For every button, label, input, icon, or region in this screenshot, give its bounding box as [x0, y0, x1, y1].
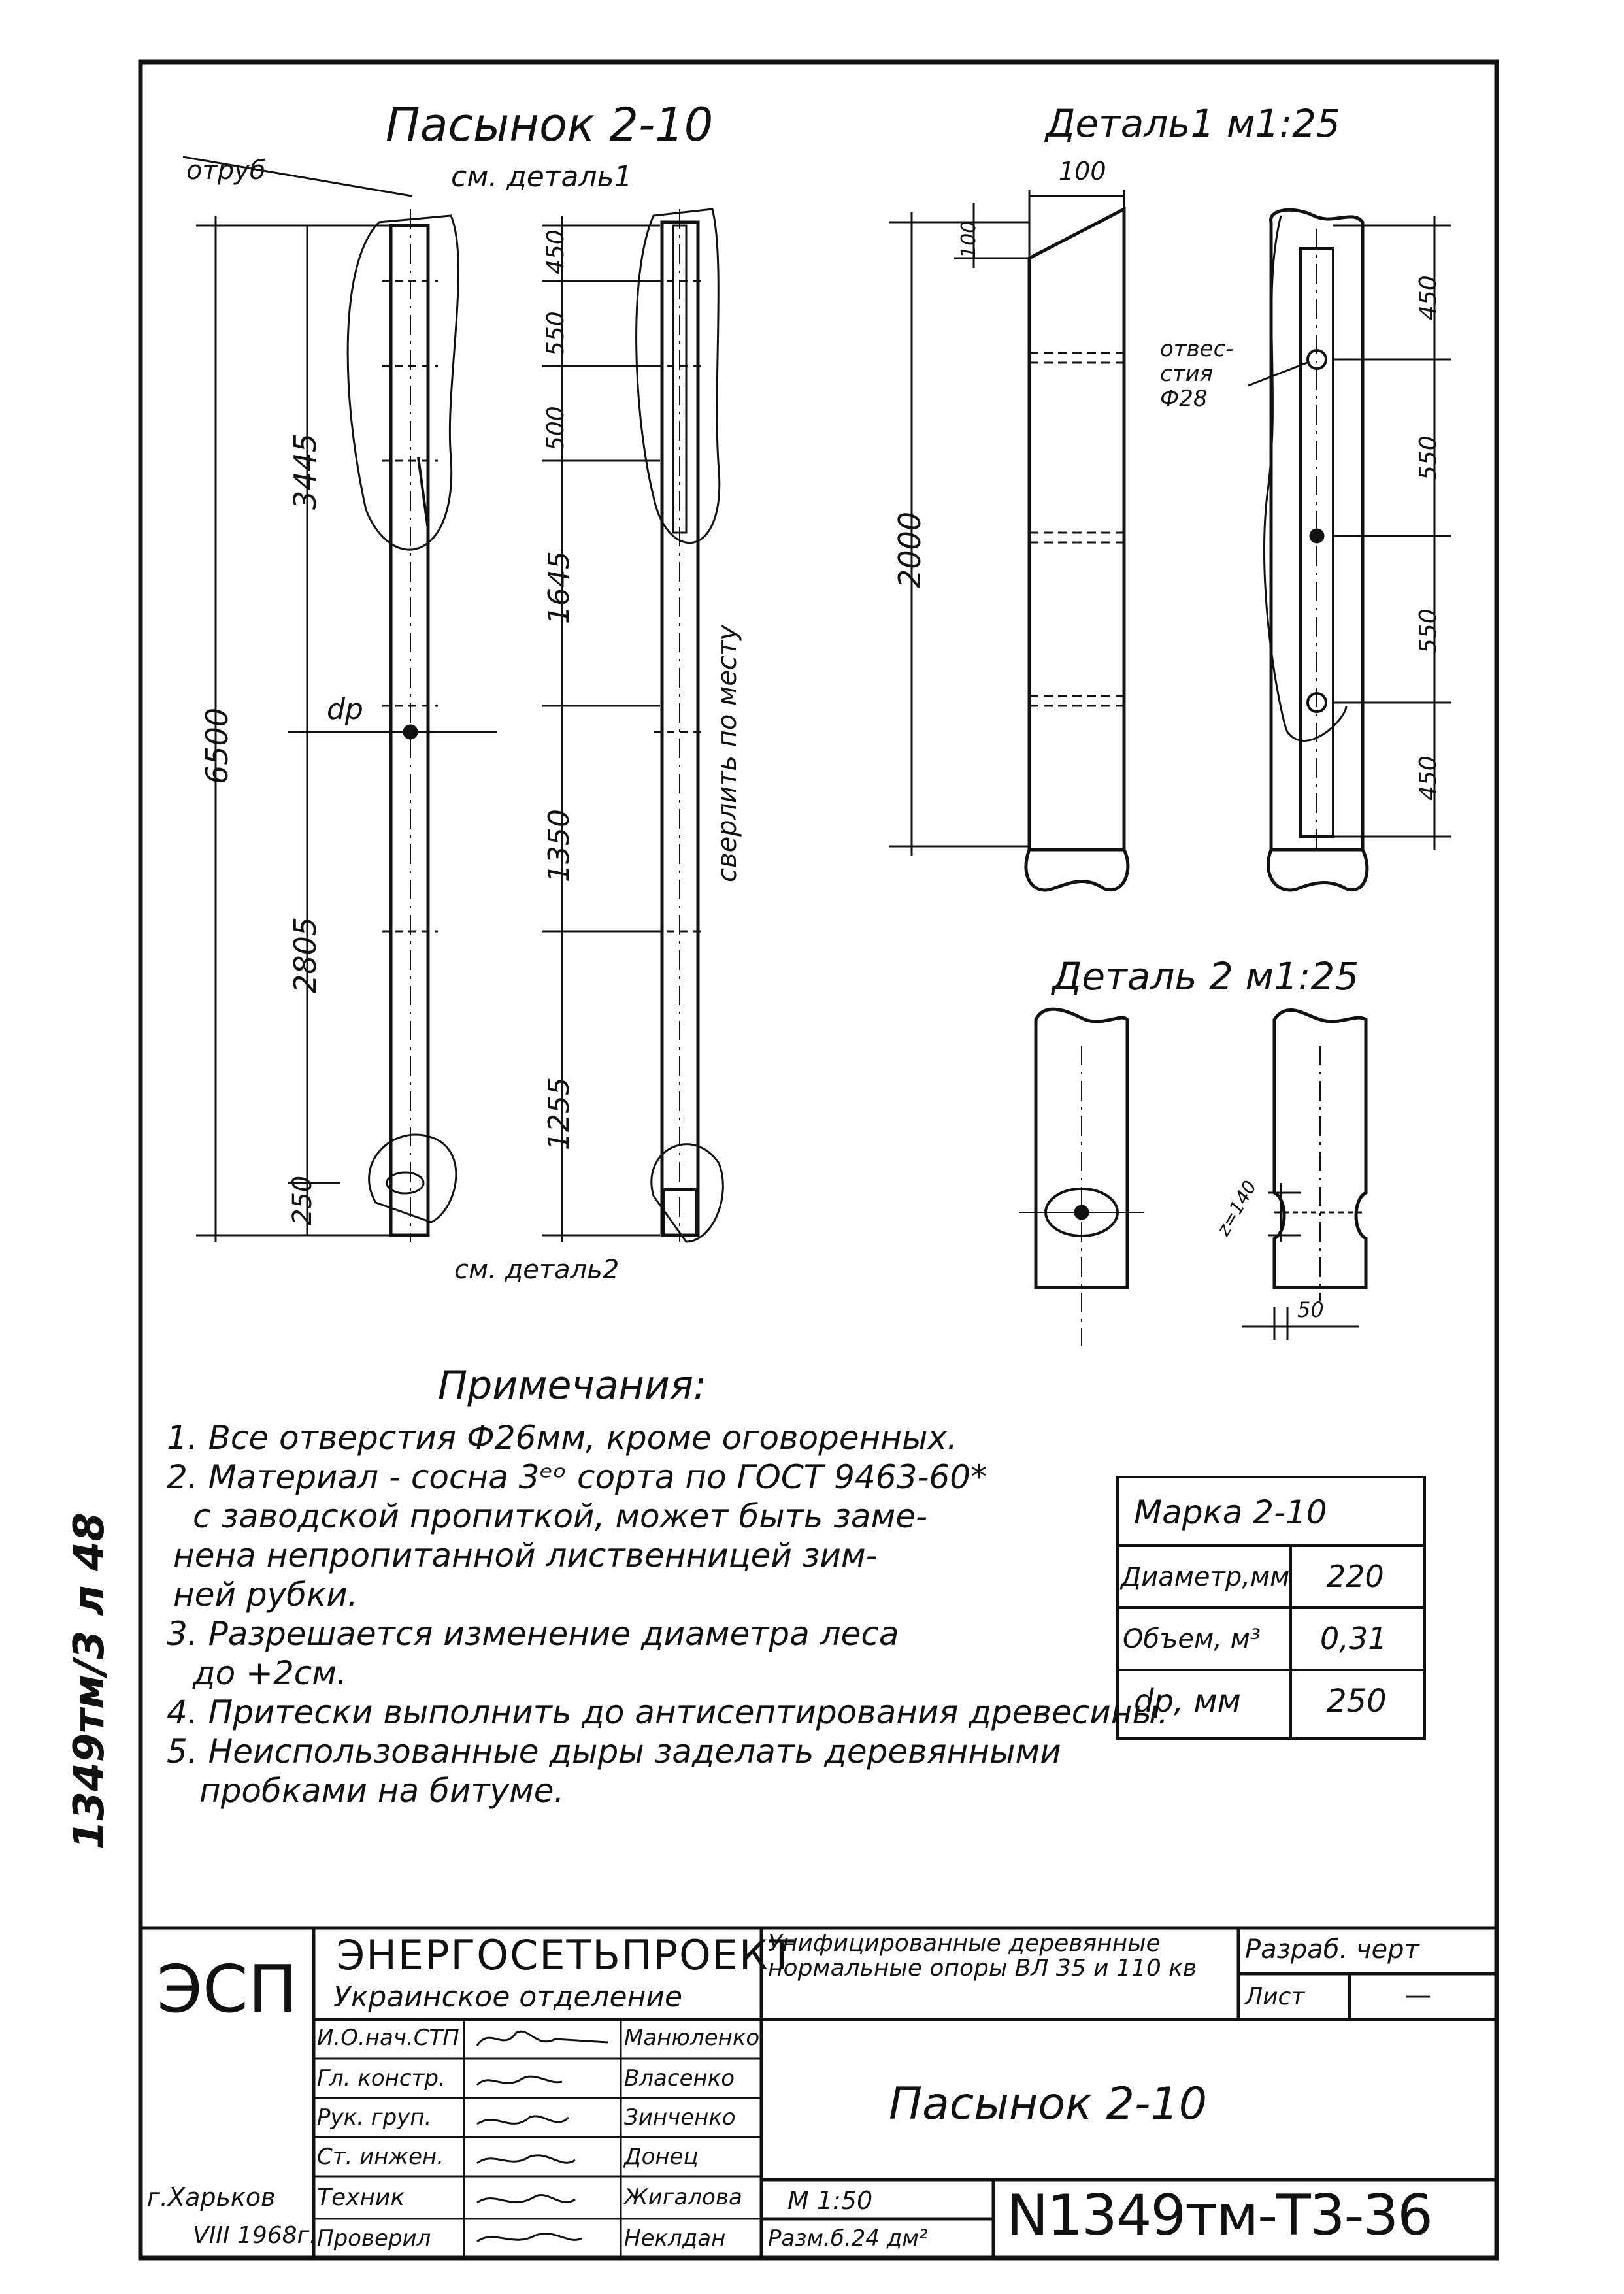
staff-name: Зинченко: [624, 2104, 736, 2131]
sheet-frame: [138, 59, 1499, 2261]
spec-row-label: Диаметр,мм: [1121, 1562, 1290, 1592]
list-label: Лист: [1245, 1984, 1305, 2010]
note-line: до +2см.: [193, 1654, 347, 1692]
spec-row-value: 250: [1327, 1683, 1387, 1720]
pole-elevation-left: [307, 209, 497, 1242]
label-see-detail1: см. деталь1: [451, 160, 633, 193]
staff-name: Манюленко: [624, 2025, 760, 2051]
drawing-size: Разм.б.24 дм²: [768, 2225, 928, 2252]
dim-d1-550-a: 550: [1415, 435, 1442, 480]
detail1-dimensions: [889, 190, 1125, 856]
spec-table-frame: [1116, 1476, 1426, 1740]
note-line: 4. Притески выполнить до антисептировани…: [167, 1693, 1168, 1731]
dim-2805: 2805: [288, 916, 323, 993]
label-d1-holes: отвес- стия Ф28: [1160, 336, 1234, 412]
spec-table-title: Марка 2-10: [1134, 1493, 1327, 1531]
dim-d1-100-top: 100: [1059, 157, 1106, 186]
staff-role: Гл. констр.: [317, 2065, 446, 2091]
logo-esp: ЭСП: [157, 1951, 297, 2027]
staff-role: Рук. груп.: [317, 2104, 432, 2131]
note-line: ней рубки.: [173, 1576, 358, 1614]
note-line: 3. Разрешается изменение диаметра леса: [167, 1615, 899, 1653]
dim-250: 250: [288, 1175, 318, 1225]
dim-1255: 1255: [542, 1077, 576, 1150]
dim-1350: 1350: [542, 809, 576, 882]
dim-d1-550-b: 550: [1415, 608, 1442, 654]
dim-500: 500: [542, 406, 569, 451]
dim-550: 550: [542, 311, 569, 356]
project-name: Унифицированные деревянные нормальные оп…: [768, 1930, 1197, 1982]
dim-6500: 6500: [199, 707, 235, 784]
dim-d1-450-top: 450: [1415, 275, 1442, 320]
dim-d1-2000: 2000: [892, 511, 927, 588]
org-name: ЭНЕРГОСЕТЬПРОЕКТ: [337, 1931, 795, 1979]
staff-role: Техник: [317, 2184, 405, 2211]
dim-3445: 3445: [288, 433, 323, 510]
date: VIII 1968г.: [193, 2222, 317, 2249]
label-drill-on-site: сверлить по месту: [712, 625, 742, 882]
detail2-views: [1019, 1007, 1368, 1346]
dim-1645: 1645: [542, 551, 576, 624]
staff-role: Ст. инжен.: [317, 2144, 444, 2170]
drawing-name: Пасынок 2-10: [889, 2078, 1207, 2130]
notes-heading: Примечания:: [438, 1363, 707, 1408]
detail2-dimensions: [1242, 1183, 1359, 1340]
org-branch: Украинское отделение: [333, 1980, 683, 2014]
note-line: 5. Неиспользованные дыры заделать деревя…: [167, 1733, 1061, 1770]
dim-d1-450-bottom: 450: [1415, 756, 1442, 801]
dim-450: 450: [542, 229, 569, 274]
detail1-side-view: [1024, 206, 1130, 892]
dim-d2-50: 50: [1297, 1297, 1324, 1322]
note-line: 1. Все отверстия Ф26мм, кроме оговоренны…: [167, 1419, 957, 1457]
pole-elevation-right: [635, 208, 724, 1243]
archive-number-side: 1349тм/3 л 48: [65, 1512, 114, 1850]
main-title: Пасынок 2-10: [386, 98, 714, 152]
detail1-front-view: [1263, 208, 1369, 892]
drawing-scale: М 1:50: [787, 2186, 873, 2215]
signatures: [476, 2030, 608, 2243]
label-see-detail2: см. деталь2: [454, 1255, 620, 1285]
drawing-number: N1349тм-Т3-36: [1006, 2183, 1433, 2248]
list-value: —: [1405, 1980, 1431, 2010]
detail1-title: Деталь1 м1:25: [1046, 101, 1340, 146]
spec-row-value: 0,31: [1320, 1621, 1387, 1656]
staff-name: Власенко: [624, 2065, 735, 2091]
spec-row-label: dp, мм: [1134, 1683, 1241, 1720]
dim-d1-100-side: 100: [957, 220, 980, 258]
dimension-chain-left: [182, 156, 660, 1242]
staff-name: Донец: [624, 2144, 699, 2170]
staff-role: Проверил: [317, 2225, 431, 2252]
title-block-frame: [141, 1926, 1497, 2258]
staff-role: И.О.нач.СТП: [317, 2025, 459, 2051]
label-otrub: отруб: [186, 156, 266, 186]
sheet-label: Разраб. черт: [1245, 1935, 1419, 1965]
city: г.Харьков: [147, 2183, 276, 2212]
note-line: с заводской пропиткой, может быть заме-: [193, 1497, 927, 1535]
spec-row-label: Объем, м³: [1123, 1624, 1261, 1654]
notes-list: 1. Все отверстия Ф26мм, кроме оговоренны…: [167, 1418, 1168, 1810]
note-line: 2. Материал - сосна 3ᵉᵒ сорта по ГОСТ 94…: [167, 1458, 987, 1496]
note-line: пробками на битуме.: [199, 1772, 565, 1810]
staff-name: Неклдан: [624, 2225, 726, 2252]
spec-row-value: 220: [1327, 1559, 1384, 1594]
detail1-right-dimensions: [1248, 216, 1451, 850]
detail2-title: Деталь 2 м1:25: [1052, 954, 1359, 999]
label-dp: dp: [327, 693, 363, 726]
note-line: нена непропитанной лиственницей зим-: [173, 1537, 878, 1574]
staff-name: Жигалова: [624, 2184, 742, 2210]
